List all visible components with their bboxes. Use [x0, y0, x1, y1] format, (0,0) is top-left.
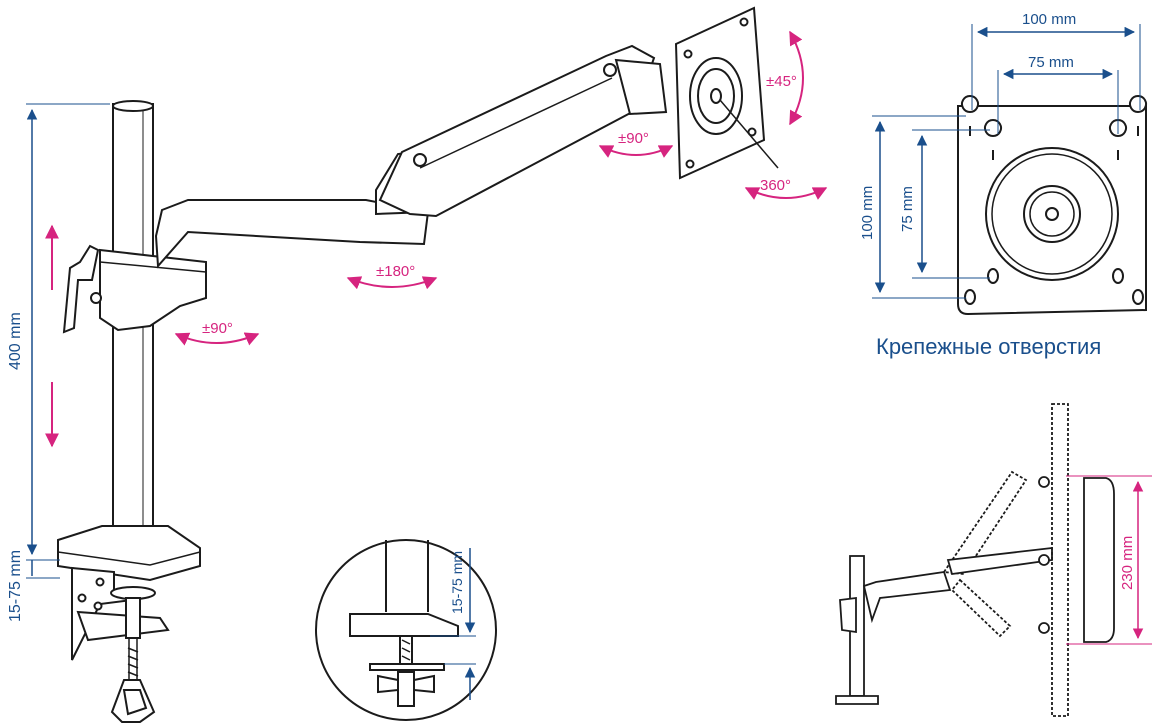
plate-rotate-label: 360° — [760, 177, 791, 194]
pole-height-dimension: 400 mm — [7, 103, 110, 561]
plate-tilt-label: ±45° — [766, 73, 797, 90]
clamp-range-dimension: 15-75 mm — [7, 550, 60, 622]
vesa-width-large-label: 100 mm — [1022, 11, 1076, 28]
tilt-joint — [614, 58, 668, 116]
vesa-width-small-label: 75 mm — [1028, 54, 1074, 71]
arm-swivel-arc — [346, 276, 438, 290]
pole-height-label: 400 mm — [7, 312, 24, 370]
vesa-height-small-label: 75 mm — [899, 186, 916, 232]
height-lever — [62, 244, 100, 334]
vesa-pattern — [872, 24, 1147, 316]
height-adjust-label: 230 mm — [1119, 536, 1136, 590]
height-adjust-dimension — [1066, 475, 1152, 645]
lower-arm — [154, 199, 430, 269]
base-swivel-label: ±90° — [202, 320, 233, 337]
clamp-range-label: 15-75 mm — [7, 550, 24, 622]
plate-swivel-arc — [598, 145, 674, 158]
monitor-arm — [57, 6, 779, 723]
vesa-plate — [674, 6, 766, 180]
plate-tilt-arc — [789, 30, 804, 126]
collar — [99, 248, 207, 332]
clamp-detail — [315, 539, 497, 721]
side-view — [835, 403, 1115, 717]
arm-swivel-label: ±180° — [376, 263, 415, 280]
vesa-height-large-label: 100 mm — [859, 186, 876, 240]
mounting-holes-caption: Крепежные отверстия — [876, 334, 1102, 359]
base-swivel-arc — [174, 332, 260, 346]
rotation-indicators — [174, 30, 828, 346]
clamp-range-detail-label: 15-75 mm — [449, 551, 465, 614]
pole-top — [112, 100, 154, 112]
plate-rotate-arc — [744, 187, 828, 200]
plate-swivel-label: ±90° — [618, 130, 649, 147]
